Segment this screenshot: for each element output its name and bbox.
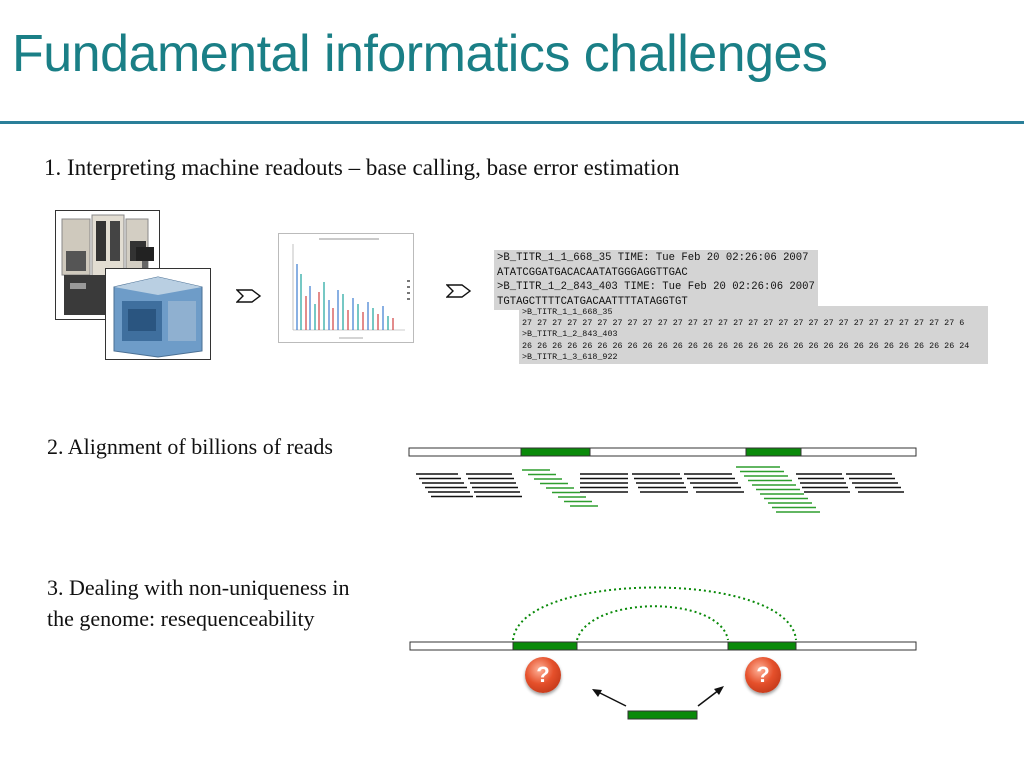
fasta-output: >B_TITR_1_1_668_35 TIME: Tue Feb 20 02:2…: [494, 250, 818, 310]
reference-genome-bar: [408, 447, 917, 457]
sequencer-photo-2: [105, 268, 211, 360]
aligned-region: [520, 447, 591, 457]
fasta-line: TGTAGCTTTTCATGACAATTTTATAGGTGT: [497, 295, 688, 308]
reference-genome-bar: [409, 641, 917, 651]
signal-chart-thumbnail: [278, 233, 414, 343]
quality-line: >B_TITR_1_3_618_922: [522, 351, 618, 362]
point-2-text: 2. Alignment of billions of reads: [47, 434, 333, 459]
question-icon: ?: [525, 657, 561, 693]
quality-line: 26 26 26 26 26 26 26 26 26 26 26 26 26 2…: [522, 340, 970, 351]
quality-line: 27 27 27 27 27 27 27 27 27 27 27 27 27 2…: [522, 318, 965, 329]
slide-title: Fundamental informatics challenges: [12, 25, 828, 83]
title-rule: [0, 121, 1024, 124]
repeat-region: [727, 641, 797, 651]
repeat-region: [512, 641, 578, 651]
ambiguous-read: [627, 710, 698, 720]
quality-line: >B_TITR_1_2_843_403: [522, 329, 618, 340]
fasta-line: ATATCGGATGACACAATATGGGAGGTTGAC: [497, 266, 688, 279]
repeat-link-arc: [512, 586, 797, 641]
point-1-text: 1. Interpreting machine readouts – base …: [44, 155, 680, 180]
repeat-link-arc: [576, 605, 729, 641]
point-3-text: 3. Dealing with non-uniqueness in the ge…: [47, 575, 350, 631]
question-icon: ?: [745, 657, 781, 693]
read-stacks: [416, 466, 904, 513]
aligned-region: [745, 447, 802, 457]
chevron-arrow-icon: [446, 284, 472, 298]
arrow-left: [595, 690, 627, 707]
arrow-right: [697, 689, 720, 707]
quality-line: >B_TITR_1_1_668_35: [522, 307, 613, 317]
chevron-arrow-icon: [236, 289, 262, 303]
fasta-line: >B_TITR_1_1_668_35 TIME: Tue Feb 20 02:2…: [497, 252, 809, 264]
fasta-line: >B_TITR_1_2_843_403 TIME: Tue Feb 20 02:…: [497, 281, 815, 293]
